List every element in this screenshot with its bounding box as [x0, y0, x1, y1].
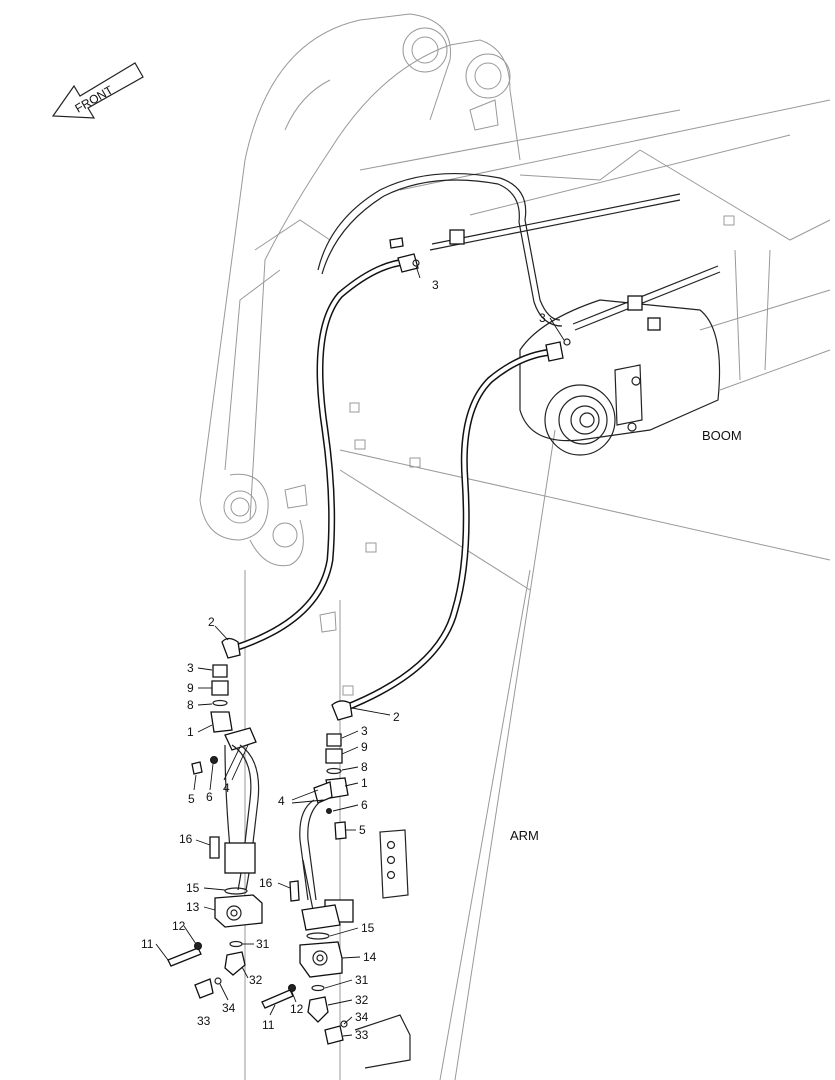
- region-labels: BOOM ARM: [510, 428, 742, 843]
- callout-5: 5: [359, 823, 366, 837]
- callout-1: 1: [361, 776, 368, 790]
- callout-9: 9: [361, 740, 368, 754]
- callout-16: 16: [179, 832, 193, 846]
- part-callouts: 2 3 9 8 1 4 5 6 16 15 13 12 11 31 32 33 …: [141, 278, 546, 1042]
- hose-right: [341, 348, 556, 712]
- callout-12: 12: [290, 1002, 304, 1016]
- hose-left: [231, 258, 409, 652]
- callout-3: 3: [539, 311, 546, 325]
- callout-5: 5: [188, 792, 195, 806]
- callout-8: 8: [187, 698, 194, 712]
- boom-structure: [199, 13, 831, 1080]
- callout-13: 13: [186, 900, 200, 914]
- callout-31: 31: [256, 937, 270, 951]
- callout-3: 3: [187, 661, 194, 675]
- callout-6: 6: [361, 798, 368, 812]
- callout-34: 34: [355, 1010, 369, 1024]
- front-arrow-icon: FRONT: [51, 62, 144, 119]
- callout-4: 4: [278, 794, 285, 808]
- callout-3: 3: [432, 278, 439, 292]
- left-assembly: [167, 664, 263, 999]
- callout-8: 8: [361, 760, 368, 774]
- callout-11: 11: [141, 937, 154, 951]
- callout-1: 1: [187, 725, 194, 739]
- right-assembly: [261, 733, 411, 1069]
- region-label-boom: BOOM: [702, 428, 742, 443]
- callout-33: 33: [355, 1028, 369, 1042]
- callout-2: 2: [208, 615, 215, 629]
- callout-15: 15: [186, 881, 200, 895]
- callout-15: 15: [361, 921, 375, 935]
- callout-33: 33: [197, 1014, 211, 1028]
- callout-14: 14: [363, 950, 377, 964]
- boom-steel-tubes: [317, 172, 721, 331]
- callout-6: 6: [206, 790, 213, 804]
- callout-32: 32: [355, 993, 369, 1007]
- region-label-arm: ARM: [510, 828, 539, 843]
- boom-pivot: [519, 299, 721, 456]
- callout-34: 34: [222, 1001, 236, 1015]
- callout-9: 9: [187, 681, 194, 695]
- callout-16: 16: [259, 876, 273, 890]
- callout-3: 3: [361, 724, 368, 738]
- leader-lines: [155, 265, 565, 1037]
- callout-31: 31: [355, 973, 369, 987]
- callout-12: 12: [172, 919, 186, 933]
- callout-32: 32: [249, 973, 263, 987]
- callout-4: 4: [223, 781, 230, 795]
- callout-11: 11: [262, 1018, 275, 1032]
- hose-fittings: [221, 253, 571, 721]
- callout-2: 2: [393, 710, 400, 724]
